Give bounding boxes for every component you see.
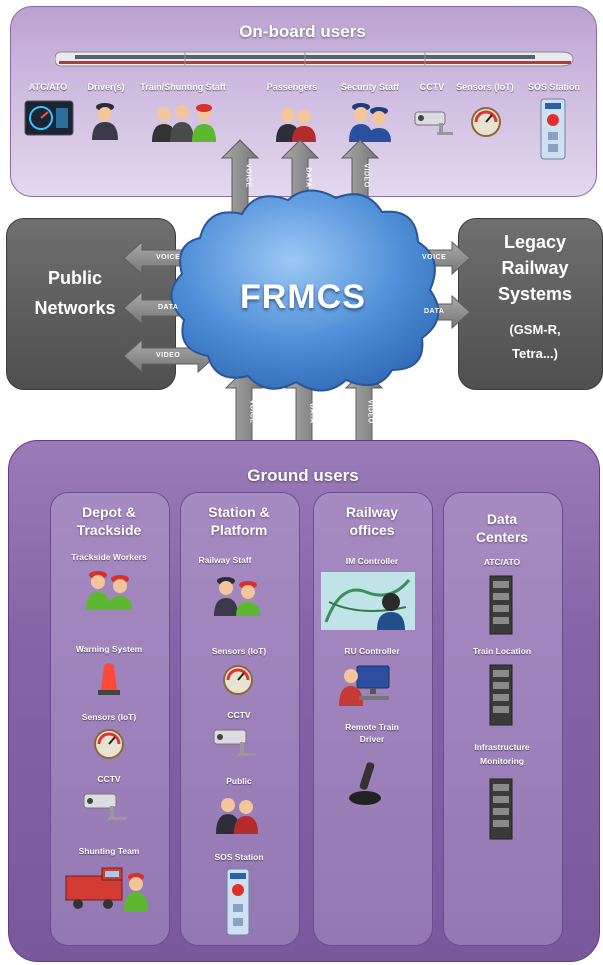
security-staff-icon bbox=[349, 103, 391, 142]
col1-sensor-gauge-icon bbox=[94, 729, 124, 759]
col2-sos-station-icon bbox=[226, 868, 250, 936]
legacy-line5: Tetra...) bbox=[512, 346, 558, 361]
legacy-line1: Legacy bbox=[503, 232, 567, 252]
cctv-icon bbox=[414, 111, 453, 135]
top-data-label: DATA bbox=[304, 167, 312, 188]
col4-title2: Centers bbox=[475, 529, 529, 545]
top-voice-label: VOICE bbox=[244, 163, 252, 188]
col4-item-train-location: Train Location bbox=[472, 646, 532, 656]
train-staff-icon bbox=[152, 104, 216, 142]
driver-icon bbox=[92, 103, 118, 140]
ground-title: Ground users bbox=[247, 466, 359, 485]
col3-item-remote-train: Remote Train bbox=[345, 722, 399, 732]
onboard-title: On-board users bbox=[239, 22, 366, 41]
column-station-platform bbox=[180, 492, 300, 946]
legacy-systems-box bbox=[458, 218, 603, 390]
frmcs-label: FRMCS bbox=[240, 278, 366, 316]
col1-item-sensors: Sensors (IoT) bbox=[81, 712, 137, 722]
onboard-label-drivers: Driver(s) bbox=[87, 82, 125, 92]
onboard-label-train-staff: Train/Shunting Staff bbox=[140, 82, 226, 92]
col1-title2: Trackside bbox=[76, 522, 142, 538]
col2-item-cctv: CCTV bbox=[227, 710, 251, 720]
column-railway-offices bbox=[313, 492, 433, 946]
sos-station-icon bbox=[540, 98, 566, 160]
legacy-line3: Systems bbox=[497, 284, 573, 304]
right-voice-label: VOICE bbox=[422, 254, 447, 261]
bottom-data-label: DATA bbox=[308, 403, 316, 424]
col4-title1: Data bbox=[486, 511, 518, 527]
public-networks-line2: Networks bbox=[34, 298, 116, 318]
col3-item-driver: Driver bbox=[359, 734, 385, 744]
col2-item-sos-station: SOS Station bbox=[214, 852, 264, 862]
onboard-label-atc: ATC/ATO bbox=[28, 82, 68, 92]
train-icon bbox=[55, 51, 574, 67]
bottom-voice-label: VOICE bbox=[248, 399, 256, 424]
legacy-line2: Railway bbox=[501, 258, 569, 278]
col1-item-warning-system: Warning System bbox=[75, 644, 143, 654]
left-video-label: VIDEO bbox=[156, 352, 181, 359]
atc-screen-icon bbox=[24, 100, 74, 136]
joystick-icon bbox=[349, 762, 381, 805]
railway-staff-icon bbox=[214, 577, 260, 616]
col2-sensor-gauge-icon bbox=[223, 665, 253, 695]
trackside-workers-icon bbox=[86, 571, 132, 610]
server-rack-icon-3 bbox=[489, 778, 513, 840]
col4-item-infrastructure: Infrastructure bbox=[474, 742, 530, 752]
right-data-label: DATA bbox=[424, 308, 445, 315]
col3-item-im-controller: IM Controller bbox=[345, 556, 399, 566]
col1-title1: Depot & bbox=[82, 504, 136, 520]
col3-item-ru-controller: RU Controller bbox=[344, 646, 400, 656]
legacy-line4: (GSM-R, bbox=[509, 322, 561, 337]
col1-item-shunting-team: Shunting Team bbox=[78, 846, 140, 856]
col1-item-cctv: CCTV bbox=[97, 774, 121, 784]
ru-controller-icon bbox=[339, 665, 390, 706]
col2-item-railway-staff: Railway Staff bbox=[198, 555, 252, 565]
frmcs-cloud bbox=[170, 189, 440, 392]
onboard-label-passengers: Passengers bbox=[266, 82, 318, 92]
public-icon bbox=[216, 798, 258, 834]
left-data-label: DATA bbox=[158, 304, 179, 311]
col2-title1: Station & bbox=[208, 504, 270, 520]
col3-title1: Railway bbox=[345, 504, 399, 520]
col3-title2: offices bbox=[349, 522, 395, 538]
col1-cctv-icon bbox=[83, 793, 126, 820]
onboard-label-security: Security Staff bbox=[340, 82, 400, 92]
server-rack-icon-1 bbox=[489, 575, 513, 635]
col2-cctv-icon bbox=[213, 729, 256, 756]
passengers-icon bbox=[276, 108, 316, 142]
warning-light-icon bbox=[98, 663, 120, 695]
onboard-label-cctv: CCTV bbox=[419, 82, 445, 92]
public-networks-line1: Public bbox=[47, 268, 102, 288]
left-voice-label: VOICE bbox=[156, 254, 181, 261]
onboard-label-sos: SOS Station bbox=[527, 82, 580, 92]
col4-item-monitoring: Monitoring bbox=[480, 756, 524, 766]
col2-title2: Platform bbox=[210, 522, 268, 538]
col4-item-atc-ato: ATC/ATO bbox=[483, 557, 521, 567]
col2-item-sensors: Sensors (IoT) bbox=[211, 646, 267, 656]
col2-item-public: Public bbox=[226, 776, 252, 786]
server-rack-icon-2 bbox=[489, 664, 513, 726]
col1-item-trackside-workers: Trackside Workers bbox=[71, 552, 147, 562]
onboard-label-sensors: Sensors (IoT) bbox=[456, 82, 514, 92]
im-controller-icon bbox=[321, 572, 415, 630]
shunting-locomotive-icon bbox=[65, 867, 148, 912]
sensor-gauge-icon bbox=[471, 107, 501, 137]
top-video-label: VIDEO bbox=[362, 163, 370, 188]
bottom-video-label: VIDEO bbox=[366, 399, 374, 424]
